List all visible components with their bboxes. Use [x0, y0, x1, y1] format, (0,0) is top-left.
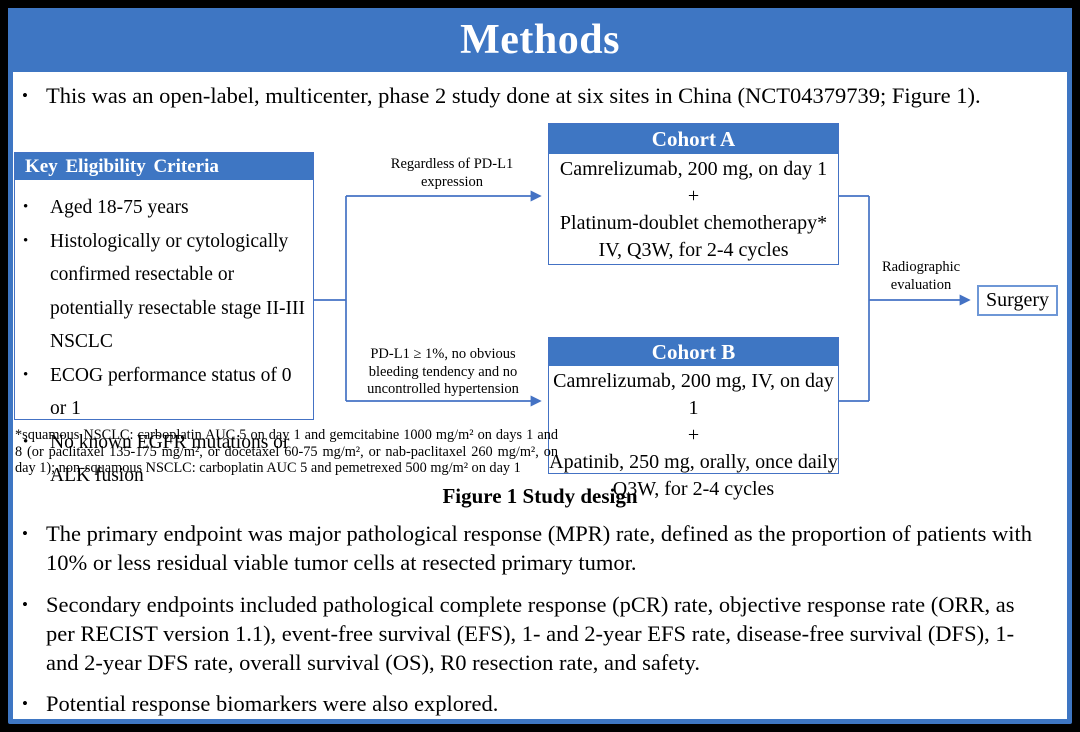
eligibility-item: • Histologically or cytologically confir… [23, 225, 309, 359]
eligibility-body: • Aged 18-75 years • Histologically or c… [15, 180, 313, 493]
cohort-b-line: Q3W, for 2-4 cycles [612, 478, 775, 500]
eligibility-item: • ECOG performance status of 0 or 1 [23, 359, 309, 426]
cohort-a-body: Camrelizumab, 200 mg, on day 1 + Platinu… [549, 154, 838, 264]
bullet-marker: • [22, 595, 28, 614]
bullet-marker: • [22, 694, 28, 713]
bullet-biomarkers: • Potential response biomarkers were als… [22, 689, 1044, 718]
cohort-b-line: Camrelizumab, 200 mg, IV, on day 1 [553, 370, 834, 419]
eligibility-item: • Aged 18-75 years [23, 191, 309, 225]
chemotherapy-footnote: *squamous NSCLC: carboplatin AUC 5 on da… [15, 427, 558, 477]
branch-label-cohort-a: Regardless of PD-L1 expression [390, 156, 514, 190]
bullet-marker: • [23, 232, 29, 249]
bullet-marker: • [22, 86, 28, 105]
title-bar: Methods [8, 8, 1072, 72]
eligibility-item: • No known EGFR mutations or ALK fusion [23, 426, 309, 493]
bullet-marker: • [23, 366, 29, 383]
cohort-a-line: + [687, 185, 700, 207]
eligibility-box: Key Eligibility Criteria • Aged 18-75 ye… [14, 152, 314, 486]
bullet-marker: • [22, 524, 28, 543]
bullet-marker: • [23, 199, 29, 215]
bullet-text: Secondary endpoints included pathologica… [46, 592, 1015, 675]
cohort-b-box: Cohort B Camrelizumab, 200 mg, IV, on da… [548, 337, 839, 500]
cohort-b-body: Camrelizumab, 200 mg, IV, on day 1 + Apa… [549, 366, 838, 503]
cohort-a-line: Camrelizumab, 200 mg, on day 1 [559, 158, 828, 180]
bullet-text: The primary endpoint was major pathologi… [46, 521, 1033, 575]
cohort-b-line: + [687, 424, 700, 446]
cohort-b-header: Cohort B [549, 338, 838, 366]
bullet-secondary-endpoints: • Secondary endpoints included pathologi… [22, 590, 1044, 677]
bullet-study-overview: • This was an open-label, multicenter, p… [22, 81, 1052, 110]
radiographic-evaluation-label: Radiographic evaluation [881, 259, 961, 293]
surgery-box: Surgery [977, 285, 1058, 316]
cohort-b-line: Apatinib, 250 mg, orally, once daily [549, 451, 838, 473]
bullet-marker: • [23, 433, 29, 450]
branch-label-cohort-b: PD-L1 ≥ 1%, no obvious bleeding tendency… [367, 346, 519, 397]
page-title: Methods [460, 17, 620, 63]
cohort-a-line: IV, Q3W, for 2-4 cycles [598, 239, 789, 261]
cohort-a-header: Cohort A [549, 124, 838, 154]
cohort-a-line: Platinum-doublet chemotherapy* [559, 212, 828, 234]
figure-caption: Figure 1 Study design [442, 484, 638, 508]
eligibility-header: Key Eligibility Criteria [15, 153, 313, 180]
bullet-text: This was an open-label, multicenter, pha… [46, 83, 981, 108]
bullet-primary-endpoint: • The primary endpoint was major patholo… [22, 519, 1044, 577]
bullet-text: Potential response biomarkers were also … [46, 691, 499, 716]
cohort-a-box: Cohort A Camrelizumab, 200 mg, on day 1 … [548, 123, 839, 265]
